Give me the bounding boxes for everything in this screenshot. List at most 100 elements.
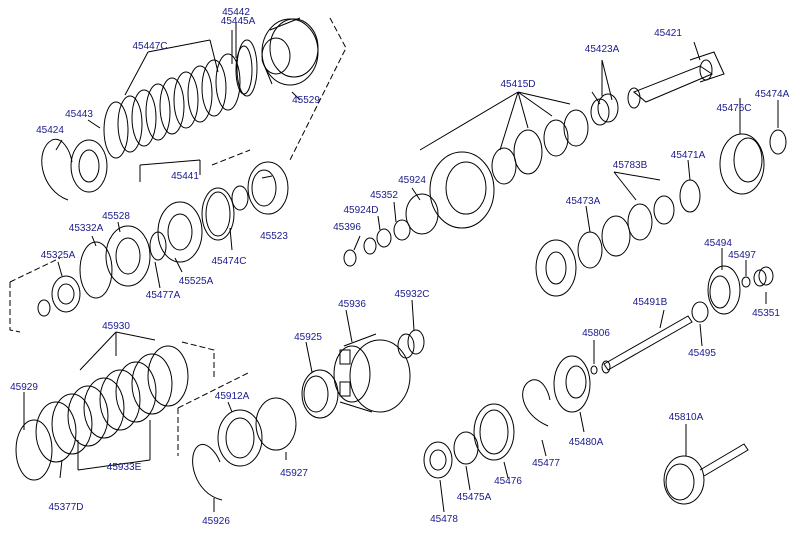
- label-45442[interactable]: 45442: [222, 7, 250, 18]
- label-45929[interactable]: 45929: [10, 382, 38, 393]
- label-45478[interactable]: 45478: [430, 514, 458, 525]
- label-45423A[interactable]: 45423A: [584, 44, 620, 55]
- label-45424[interactable]: 45424: [36, 125, 64, 136]
- label-45810A[interactable]: 45810A: [668, 412, 704, 423]
- label-45528[interactable]: 45528: [102, 211, 130, 222]
- label-45471A[interactable]: 45471A: [670, 150, 706, 161]
- label-45491B[interactable]: 45491B: [632, 297, 668, 308]
- output-shaft-assembly-upper-right: [343, 41, 725, 267]
- ring-set-middle-left: [9, 161, 289, 333]
- part-45476-ring-gear: [473, 403, 515, 461]
- part-45474C-ring: [201, 187, 235, 241]
- label-45476C[interactable]: 45476C: [716, 103, 752, 114]
- part-45783B-bearing: [601, 203, 653, 257]
- label-45806[interactable]: 45806: [582, 328, 610, 339]
- part-45424-snap-ring: [41, 138, 73, 201]
- part-45494-gear: [707, 265, 741, 315]
- part-45475A-washer: [453, 431, 479, 465]
- part-45477-snap-ring: [522, 379, 551, 427]
- part-45523-bearing: [247, 161, 289, 215]
- part-45529-drum: [261, 17, 319, 86]
- part-45495-washer: [691, 301, 709, 323]
- part-45936-carrier: [333, 333, 411, 413]
- label-45421[interactable]: 45421: [654, 28, 682, 39]
- part-45491B-shaft: [601, 315, 693, 374]
- part-45912A-bearing: [217, 409, 263, 467]
- label-45351[interactable]: 45351: [752, 308, 780, 319]
- part-45415D-housing: [429, 151, 495, 229]
- part-45528-bearing: [105, 225, 151, 287]
- label-45396[interactable]: 45396: [333, 222, 361, 233]
- label-45930[interactable]: 45930: [102, 321, 130, 332]
- part-45810A-shaft-assembly: [663, 443, 749, 505]
- label-45415D[interactable]: 45415D: [500, 79, 536, 90]
- label-45325A[interactable]: 45325A: [40, 250, 76, 261]
- label-45933E[interactable]: 45933E: [106, 462, 142, 473]
- label-45441[interactable]: 45441: [171, 171, 199, 182]
- gear-group-bottom-right: [423, 379, 749, 513]
- gear-group-right: [535, 98, 787, 297]
- label-45475A[interactable]: 45475A: [456, 492, 492, 503]
- label-45497[interactable]: 45497: [728, 250, 756, 261]
- label-45525A[interactable]: 45525A: [178, 276, 214, 287]
- part-45477A-ring: [149, 231, 167, 261]
- label-45924[interactable]: 45924: [398, 175, 426, 186]
- part-45480A-gear: [553, 355, 591, 413]
- label-45523[interactable]: 45523: [260, 231, 288, 242]
- label-45924D[interactable]: 45924D: [343, 205, 379, 216]
- clutch-pack-upper-left: [41, 17, 347, 201]
- shaft-group-mid-right: [553, 248, 774, 433]
- carrier-group-lower-middle: [177, 299, 425, 512]
- part-45443-hub: [70, 139, 108, 193]
- part-45927-ring: [255, 397, 297, 451]
- label-45932C[interactable]: 45932C: [394, 289, 430, 300]
- part-45351-ring: [758, 266, 774, 286]
- part-45473A-ring: [577, 231, 603, 269]
- part-45806-pin: [590, 365, 598, 375]
- label-45495[interactable]: 45495: [688, 348, 716, 359]
- part-45332A-ring: [79, 241, 113, 299]
- label-45477A[interactable]: 45477A: [145, 290, 181, 301]
- part-45325A-gear: [51, 275, 81, 313]
- label-45474C[interactable]: 45474C: [211, 256, 247, 267]
- gear-with-teeth-left: [535, 239, 577, 297]
- label-45936[interactable]: 45936: [338, 299, 366, 310]
- part-45476C-gear: [719, 133, 765, 195]
- part-45442-snap-ring: [236, 39, 258, 97]
- part-45478-gear: [423, 441, 453, 479]
- label-45474A[interactable]: 45474A: [754, 89, 790, 100]
- part-45474A-ring: [769, 129, 787, 155]
- part-45471A-ring: [679, 179, 701, 213]
- label-45912A[interactable]: 45912A: [214, 391, 250, 402]
- label-45480A[interactable]: 45480A: [568, 437, 604, 448]
- part-45924-washer: [393, 219, 411, 241]
- label-45352[interactable]: 45352: [370, 190, 398, 201]
- part-45924D-ring: [363, 237, 377, 255]
- label-45332A[interactable]: 45332A: [68, 223, 104, 234]
- label-45473A[interactable]: 45473A: [565, 196, 601, 207]
- clutch-pack-lower-left: [15, 331, 215, 481]
- part-45926-snap-ring: [192, 444, 223, 501]
- label-45494[interactable]: 45494: [704, 238, 732, 249]
- label-45927[interactable]: 45927: [280, 468, 308, 479]
- part-45929-ring: [15, 419, 53, 481]
- part-45352-ring: [376, 228, 392, 248]
- label-45476[interactable]: 45476: [494, 476, 522, 487]
- label-45925[interactable]: 45925: [294, 332, 322, 343]
- part-45930-plates: [35, 345, 189, 463]
- label-45783B[interactable]: 45783B: [612, 160, 648, 171]
- label-45529[interactable]: 45529: [292, 95, 320, 106]
- part-45421-shaft: [627, 51, 725, 109]
- part-45925-bearing: [301, 369, 339, 419]
- part-45932C-rings: [397, 329, 425, 359]
- label-45445A[interactable]: 45445A: [220, 16, 256, 27]
- label-45377D[interactable]: 45377D: [48, 502, 84, 513]
- label-45926[interactable]: 45926: [202, 516, 230, 527]
- label-45443[interactable]: 45443: [65, 109, 93, 120]
- label-45477[interactable]: 45477: [532, 458, 560, 469]
- part-45423A-ring: [590, 98, 610, 126]
- part-45396-ring: [343, 249, 357, 267]
- label-45447C[interactable]: 45447C: [132, 41, 168, 52]
